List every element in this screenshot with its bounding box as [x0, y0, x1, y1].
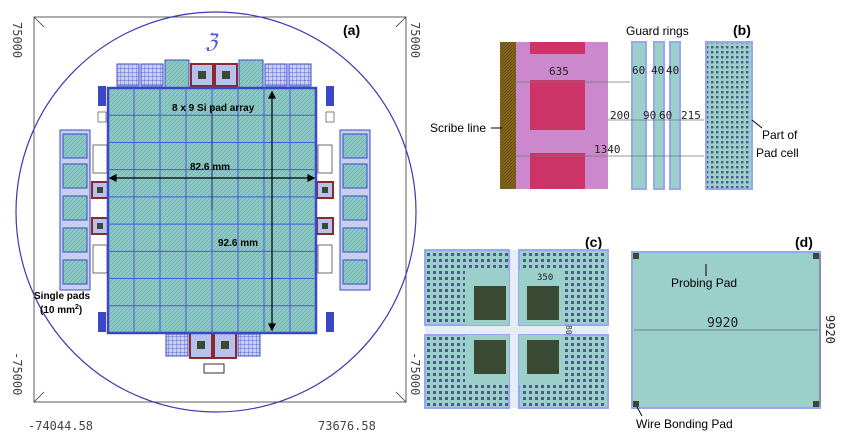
pad-cell-edge: [705, 41, 753, 190]
bottom-pad-row: [165, 331, 261, 374]
coord-bottom-right: -75000: [408, 352, 422, 395]
left-tabs: [97, 86, 335, 332]
panel-b: (b) Guard rings 635 60 40 40 200 90 60 2…: [430, 22, 799, 190]
test-structure: [92, 244, 108, 274]
alignment-mark: [203, 363, 225, 374]
pad-center: [221, 341, 229, 349]
single-pad: [342, 195, 368, 221]
dim-635: 635: [549, 65, 569, 78]
width-label: 82.6 mm: [190, 162, 230, 173]
dim-40a: 40: [651, 64, 664, 77]
dim-350: 350: [537, 273, 553, 283]
single-pad: [342, 133, 368, 159]
pad-cell: [288, 63, 312, 87]
probing-pad: [633, 253, 639, 259]
dim-40b: 40: [666, 64, 679, 77]
pad-center: [197, 341, 205, 349]
dim-60a: 60: [632, 64, 645, 77]
pad-cell-label: Pad cell: [756, 146, 799, 160]
pad-center: [222, 71, 230, 79]
pad-cell: [264, 63, 288, 87]
pad-cell: [238, 59, 264, 89]
bond-pad: [474, 340, 506, 374]
bond-pad: [474, 286, 506, 320]
coord-x-right: 73676.58: [318, 419, 376, 433]
single-pads-label: Single pads: [34, 291, 91, 302]
array-label: 8 x 9 Si pad array: [172, 103, 255, 114]
panel-a-label: (a): [343, 22, 360, 38]
dim-1340: 1340: [594, 143, 621, 156]
panel-b-label: (b): [733, 22, 751, 38]
single-pad: [342, 259, 368, 285]
single-pad: [342, 227, 368, 253]
coord-x-left: -74044.58: [28, 419, 93, 433]
probing-pad-label: Probing Pad: [671, 276, 737, 290]
metal-block: [530, 42, 585, 54]
dimension-arrows: [108, 90, 316, 332]
wire-bonding-pad: [813, 401, 819, 407]
pad-center: [198, 71, 206, 79]
test-structure: [317, 144, 333, 174]
single-pad: [62, 259, 88, 285]
single-pad: [62, 163, 88, 189]
right-single-pads: [316, 129, 371, 291]
panel-d-label: (d): [795, 234, 813, 250]
wafer-outline: [15, 11, 417, 413]
bond-pad: [527, 340, 559, 374]
pad-cell: [140, 63, 164, 87]
panel-c-label: (c): [585, 234, 602, 250]
metal-block: [530, 80, 585, 130]
wire-bonding-label: Wire Bonding Pad: [636, 417, 733, 431]
coord-top-left: 75000: [10, 22, 24, 58]
scribe-line: [500, 42, 516, 189]
single-pad: [62, 195, 88, 221]
pad-cell: [237, 333, 261, 357]
top-pad-row: [116, 59, 312, 89]
guard-ring: [653, 41, 665, 190]
pad-cell: [116, 63, 140, 87]
dim-60b: 60: [659, 109, 672, 122]
dim-80: 80: [564, 325, 573, 335]
test-structure: [92, 144, 108, 174]
panel-c: (c) 350 80: [424, 234, 609, 409]
metal-block: [530, 153, 585, 189]
logo-mark: ℨ: [205, 31, 219, 53]
dim-90: 90: [643, 109, 656, 122]
guard-rings-label: Guard rings: [626, 24, 689, 38]
coord-top-right: 75000: [408, 22, 422, 58]
height-dim: 9920: [823, 315, 837, 344]
single-pad: [62, 133, 88, 159]
width-dim: 9920: [707, 316, 738, 331]
scribe-line-label: Scribe line: [430, 121, 486, 135]
panel-d: (d) 9920 9920 Probing Pad Wire Bonding P…: [631, 234, 837, 431]
panel-a: 75000 75000 -75000 -75000 -74044.58 7367…: [10, 11, 422, 433]
single-pads-area: (10 mm2): [40, 304, 82, 316]
corner-marks: [33, 16, 407, 403]
left-single-pads: [59, 129, 109, 291]
pad-array: [106, 86, 318, 335]
guard-ring: [631, 41, 647, 190]
bond-pad: [527, 286, 559, 320]
dim-215: 215: [681, 109, 701, 122]
pad-cell: [164, 59, 190, 89]
dim-200: 200: [610, 109, 630, 122]
probing-pad: [813, 253, 819, 259]
single-pad: [62, 227, 88, 253]
guard-ring: [669, 41, 681, 190]
height-label: 92.6 mm: [218, 238, 258, 249]
pad-cell: [165, 333, 189, 357]
part-of-label: Part of: [762, 128, 798, 142]
panel-a-frame: [33, 16, 407, 403]
single-pad: [342, 163, 368, 189]
test-structure: [317, 244, 333, 274]
coord-bottom-left: -75000: [10, 352, 24, 395]
wire-bonding-pad: [633, 401, 639, 407]
